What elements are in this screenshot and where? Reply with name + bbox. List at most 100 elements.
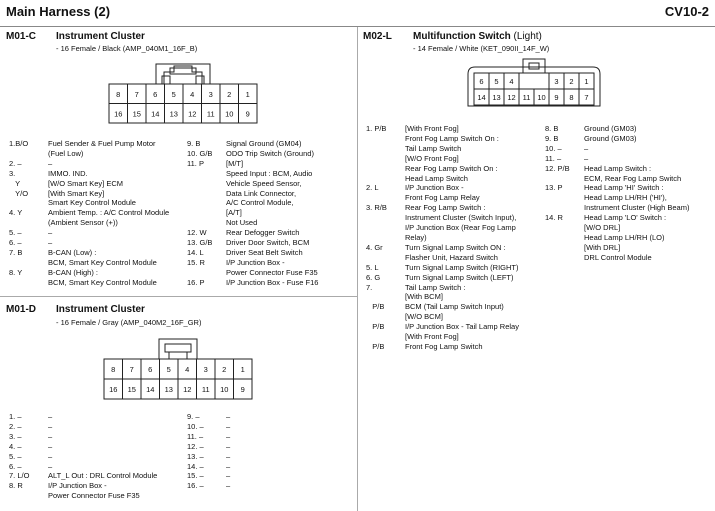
pin-row: 1. –– xyxy=(9,412,157,422)
pin-label: 7 xyxy=(584,93,588,102)
pin-row: 16. –– xyxy=(187,481,230,491)
pin-function: I/P Junction Box - Fuse F16 xyxy=(226,277,319,287)
pin-label: 12 xyxy=(188,110,196,119)
pin-function: – xyxy=(226,421,231,431)
page-header: Main Harness (2) CV10-2 xyxy=(0,0,715,27)
pin-number-color: 16. P xyxy=(187,277,205,287)
pin-row: [W/O DRL] xyxy=(545,223,689,233)
pin-function: ODO Trip Switch (Ground) xyxy=(226,148,314,158)
pin-row: Relay) xyxy=(366,233,519,243)
pin-number-color xyxy=(187,198,226,208)
pin-row: 4. –– xyxy=(9,442,157,452)
pin-number-color xyxy=(366,193,405,203)
pin-function: Data Link Connector, xyxy=(226,188,297,198)
pin-row: [With DRL] xyxy=(545,243,689,253)
pin-number-color: 15. R xyxy=(187,257,205,267)
pin-row: 11. –– xyxy=(187,432,230,442)
pin-row: 16. P I/P Junction Box - Fuse F16 xyxy=(187,278,318,288)
pin-label: 2 xyxy=(227,90,231,99)
pin-function: Fuel Sender & Fuel Pump Motor xyxy=(48,139,156,148)
pin-row: I/P Junction Box (Rear Fog Lamp xyxy=(366,223,519,233)
pin-function: Rear Defogger Switch xyxy=(226,228,300,238)
pin-row: 1.B/O Fuel Sender & Fuel Pump Motor xyxy=(9,139,169,149)
pin-number-color xyxy=(545,243,584,253)
pin-function: – xyxy=(48,412,53,421)
connector-name-wrap: Multifunction Switch (Light) xyxy=(413,31,542,42)
pin-function: – xyxy=(48,461,53,471)
pin-number-color: 5. L xyxy=(366,262,379,272)
pin-label: 15 xyxy=(128,385,136,394)
pin-row: 6. –– xyxy=(9,238,169,248)
pin-row: Data Link Connector, xyxy=(187,189,318,199)
pin-function: Not Used xyxy=(226,218,258,228)
pin-function: Rear Fog Lamp Switch On : xyxy=(405,163,498,173)
pin-number-color: 14. L xyxy=(187,247,204,257)
pin-function: – xyxy=(48,441,53,451)
pin-row: ECM, Rear Fog Lamp Switch xyxy=(545,174,689,184)
pin-function: I/P Junction Box - Tail Lamp Relay xyxy=(405,322,519,332)
pin-label: 3 xyxy=(209,90,213,99)
pin-number-color xyxy=(366,154,405,164)
pin-label: 1 xyxy=(246,90,250,99)
pin-function: Head Lamp Switch : xyxy=(584,163,652,173)
pin-row: Flasher Unit, Hazard Switch xyxy=(366,253,519,263)
pin-function: Signal Ground (GM04) xyxy=(226,139,302,148)
pin-row: Head Lamp LH/RH (LO) xyxy=(545,233,689,243)
pin-row: 5. –– xyxy=(9,228,169,238)
pin-label: 11 xyxy=(207,110,215,119)
pin-row: Y/O[With Smart Key] xyxy=(9,189,169,199)
connector-name: Instrument Cluster xyxy=(56,31,145,42)
pin-function: Rear Fog Lamp Switch : xyxy=(405,203,486,213)
connector-name-suffix: (Light) xyxy=(513,31,542,42)
page-title: Main Harness (2) xyxy=(6,4,111,19)
pin-number-color: 7. B xyxy=(9,247,23,257)
pin-number-color: Y xyxy=(9,178,21,188)
pin-number-color: 3. – xyxy=(9,431,22,441)
pin-row: Instrument Cluster (High Beam) xyxy=(545,203,689,213)
connector-code: M01-C xyxy=(6,31,37,42)
pin-function: – xyxy=(226,441,231,451)
pin-row: 11. –– xyxy=(545,154,689,164)
pin-label: 7 xyxy=(135,90,139,99)
pin-row: BCM, Smart Key Control Module xyxy=(9,278,169,288)
pin-row: Instrument Cluster (Switch Input), xyxy=(366,213,519,223)
pin-function: BCM (Tail Lamp Switch Input) xyxy=(405,302,504,312)
pin-label: 9 xyxy=(246,110,250,119)
pin-number-color: 15. – xyxy=(187,471,204,481)
pin-row: [W/O Front Fog] xyxy=(366,154,519,164)
pin-row: 15. –– xyxy=(187,471,230,481)
pin-row: A/C Control Module, xyxy=(187,198,318,208)
pin-row: Y[W/O Smart Key] ECM xyxy=(9,179,169,189)
pin-number-color xyxy=(366,292,405,302)
pin-label: 3 xyxy=(204,365,208,374)
pin-number-color xyxy=(187,268,226,278)
pin-label: 6 xyxy=(148,365,152,374)
pin-function: Front Fog Lamp Relay xyxy=(405,193,480,203)
pin-row: 12. –– xyxy=(187,442,230,452)
connector-name: Instrument Cluster xyxy=(56,304,145,315)
pin-function: Head Lamp 'LO' Switch : xyxy=(584,213,667,223)
pin-number-color: 4. Y xyxy=(9,208,23,218)
pin-row: 6. –– xyxy=(9,462,157,472)
pin-label: 14 xyxy=(151,110,159,119)
pin-label: 7 xyxy=(130,365,134,374)
pin-label: 15 xyxy=(133,110,141,119)
pin-number-color: 1.B/O xyxy=(9,139,29,148)
vertical-divider xyxy=(357,27,358,511)
pin-function: (Ambient Sensor (+)) xyxy=(48,218,118,228)
pin-function: [W/O Front Fog] xyxy=(405,153,459,163)
pin-row: 14. –– xyxy=(187,462,230,472)
connector-type: - 16 Female / Black (AMP_040M1_16F_B) xyxy=(56,44,198,53)
pin-number-color: 12. P/B xyxy=(545,163,570,173)
pin-number-color xyxy=(366,332,405,342)
pin-label: 16 xyxy=(114,110,122,119)
pin-row: Head Lamp Switch xyxy=(366,174,519,184)
pin-label: 8 xyxy=(569,93,573,102)
pin-number-color xyxy=(9,149,48,159)
